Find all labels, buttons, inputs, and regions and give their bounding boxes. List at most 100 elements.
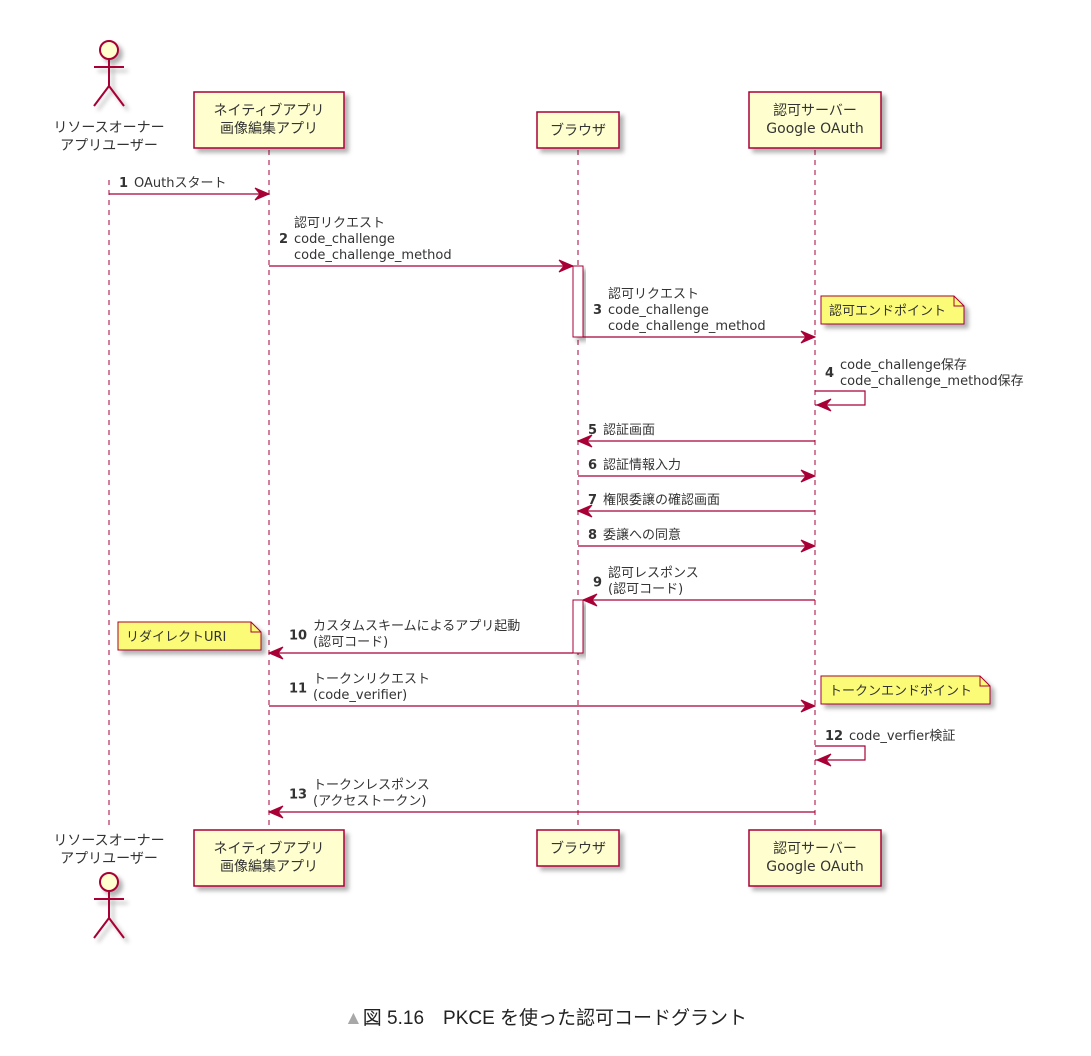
participant-app-bottom: ネイティブアプリ画像編集アプリ (193, 829, 345, 887)
message-number: 6 (588, 458, 597, 473)
caption-marker-icon: ▲ (343, 1008, 363, 1029)
message-label: code_verfier検証 (849, 729, 955, 744)
message-9: 9 認可レスポンス(認可コード) (581, 565, 815, 607)
participant-label-line: アプリユーザー (60, 851, 158, 867)
participant-label-line: ブラウザ (550, 840, 606, 857)
message-label: 認証情報入力 (603, 457, 681, 473)
message-7: 7 権限委譲の確認画面 (576, 492, 815, 518)
participant-label-line: 認可サーバー (773, 841, 857, 857)
message-label-line: (認可コード) (313, 634, 388, 650)
message-label-line: code_challenge_method保存 (840, 374, 1024, 389)
message-number: 4 (825, 366, 834, 381)
message-label-line: 認可リクエスト (294, 215, 385, 231)
message-1: 1 OAuthスタート (109, 176, 271, 201)
participant-browser-top: ブラウザ (536, 111, 620, 149)
message-label-line: 認可リクエスト (608, 286, 699, 302)
participant-label-line: 画像編集アプリ (220, 120, 318, 137)
arrow-head-icon (267, 805, 284, 819)
message-10: 10 カスタムスキームによるアプリ起動(認可コード) (267, 619, 573, 660)
participant-label: ブラウザ (550, 840, 606, 857)
message-label-line: (アクセストークン) (313, 794, 427, 809)
actor-label: リソースオーナーアプリユーザー (53, 120, 164, 154)
message-number: 3 (593, 303, 602, 318)
message-label-line: 委譲への同意 (603, 527, 681, 543)
message-number: 8 (588, 528, 597, 543)
participant-label-line: ネイティブアプリ (214, 840, 325, 857)
actor-head (99, 872, 119, 892)
arrow-head-icon (800, 699, 817, 713)
arrow-head-icon (800, 539, 817, 553)
message-label-line: code_verfier検証 (849, 729, 955, 744)
message-number: 1 (119, 176, 128, 191)
message-number: 10 (289, 629, 307, 644)
participant-server-top: 認可サーバー Google OAuth (748, 91, 882, 149)
self-arrow-line (815, 745, 866, 761)
note-fold-icon (250, 622, 261, 633)
participant-label-line: ブラウザ (550, 122, 606, 139)
caption-text: 図 5.16 PKCE を使った認可コードグラント (362, 1008, 748, 1029)
arrow-head-icon (254, 187, 271, 201)
message-label-line: 認証画面 (603, 422, 655, 438)
participant-label-line: ネイティブアプリ (214, 102, 325, 119)
message-number: 13 (289, 788, 307, 803)
note-text: トークンエンドポイント (829, 684, 972, 699)
message-label-line: (認可コード) (608, 581, 683, 597)
figure-caption: ▲図 5.16 PKCE を使った認可コードグラント (0, 1003, 1091, 1030)
participant-label-line: Google OAuth (766, 121, 863, 137)
self-arrow-line (815, 390, 866, 406)
activation-bar-browser (572, 599, 584, 654)
arrow-head-icon (581, 593, 598, 607)
arrow-head-icon (558, 259, 575, 273)
actor-leg-left (93, 917, 110, 939)
message-number: 7 (588, 493, 597, 508)
participant-browser-bottom: ブラウザ (536, 829, 620, 867)
participant-label: 認可サーバー Google OAuth (766, 841, 863, 875)
arrow-head-icon (800, 330, 817, 344)
message-8: 8 委譲への同意 (578, 527, 817, 553)
message-number: 9 (593, 576, 602, 591)
note-text: リダイレクトURI (126, 630, 226, 645)
participant-label-line: リソースオーナー (53, 120, 164, 136)
note-box (820, 675, 991, 705)
arrow-head-icon (800, 469, 817, 483)
arrow-head-icon (576, 504, 593, 518)
participant-box (536, 111, 620, 149)
participant-box (193, 829, 345, 887)
participant-label-line: 認可サーバー (773, 103, 857, 119)
message-number: 12 (825, 729, 843, 744)
actor-head (99, 40, 119, 60)
participant-app-top: ネイティブアプリ画像編集アプリ (193, 91, 345, 149)
message-label-line: OAuthスタート (134, 176, 226, 191)
message-label-line: code_challenge_method (294, 248, 452, 263)
participant-box (536, 829, 620, 867)
actor-leg-left (93, 85, 110, 107)
actor-leg-right (108, 85, 125, 107)
message-label-line: code_challenge保存 (840, 358, 967, 373)
message-label-line: 権限委譲の確認画面 (603, 492, 720, 508)
message-label: カスタムスキームによるアプリ起動(認可コード) (313, 619, 520, 650)
participant-server-bottom: 認可サーバー Google OAuth (748, 829, 882, 887)
participant-label-line: アプリユーザー (60, 138, 158, 154)
participant-box (193, 91, 345, 149)
message-label-line: code_challenge (294, 232, 395, 247)
arrow-head-icon (815, 398, 832, 412)
actor-leg-right (108, 917, 125, 939)
note-10: リダイレクトURI (117, 621, 262, 651)
participant-owner-bottom: リソースオーナーアプリユーザー (53, 833, 165, 939)
message-number: 2 (279, 232, 288, 247)
note-fold-icon (953, 296, 964, 307)
participant-label-line: Google OAuth (766, 859, 863, 875)
message-label-line: code_challenge_method (608, 319, 766, 334)
message-label-line: 認可レスポンス (608, 565, 699, 581)
participant-label: ネイティブアプリ画像編集アプリ (214, 102, 325, 137)
